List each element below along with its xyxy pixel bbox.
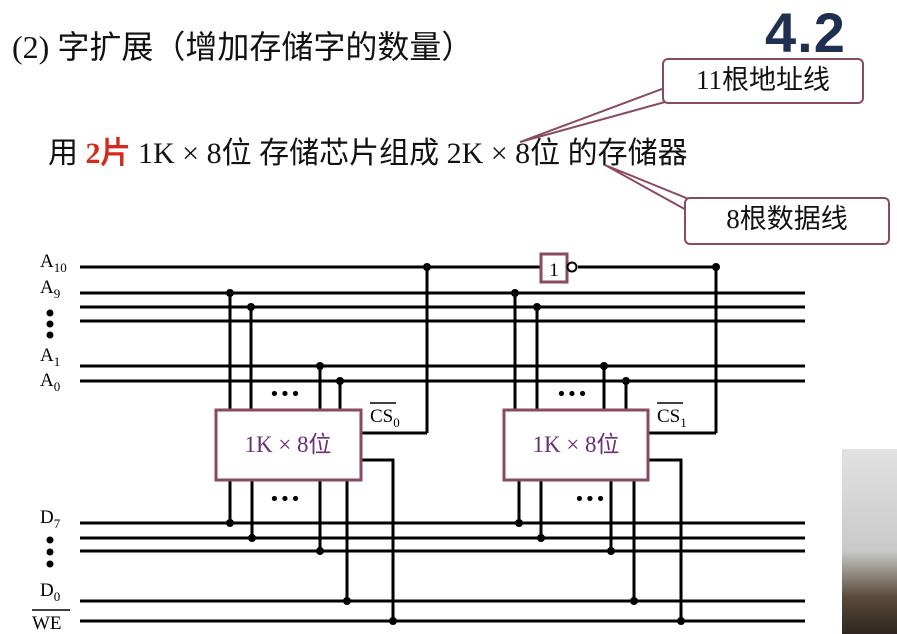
chip-select-1: CS1	[657, 402, 687, 430]
we-label: WE	[32, 613, 62, 634]
chip-0-label: 1K × 8位	[244, 432, 331, 457]
chip-connections	[228, 267, 718, 621]
a1-sub: 1	[54, 354, 61, 369]
ellipsis-chip1-addr: •••	[556, 384, 588, 405]
bus-lines	[80, 265, 805, 623]
chip-1-label: 1K × 8位	[532, 432, 619, 457]
svg-text:A9: A9	[40, 277, 60, 301]
svg-text:A1: A1	[40, 345, 60, 369]
page-title: (2) 字扩展（增加存储字的数量）	[12, 29, 474, 65]
a10-sub: 10	[54, 260, 67, 275]
cs1-label: CS	[657, 406, 680, 427]
memory-chip-0: 1K × 8位	[214, 408, 363, 482]
svg-text:CS1: CS1	[657, 406, 687, 430]
d7-sub: 7	[54, 516, 61, 531]
a1-label: A	[40, 345, 54, 366]
ellipsis-chip0-addr: •••	[269, 384, 301, 405]
d0-sub: 0	[54, 589, 61, 604]
callout-data-lines: 8根数据线	[684, 197, 890, 245]
sentence-suffix: 1K × 8位 存储芯片组成 2K × 8位 的存储器	[130, 137, 688, 170]
description-sentence: 用 2片 1K × 8位 存储芯片组成 2K × 8位 的存储器	[48, 128, 688, 172]
cs0-sub: 0	[393, 415, 400, 430]
sentence-prefix: 用	[48, 137, 86, 170]
signal-labels: A10 A9 A1 A0 D7 D0 WE	[32, 251, 70, 634]
a9-sub: 9	[54, 286, 61, 301]
ellipsis-chip1-data: •••	[574, 489, 606, 510]
a9-label: A	[40, 277, 54, 298]
svg-text:D0: D0	[40, 580, 60, 604]
vertical-ellipsis-dots	[46, 309, 54, 568]
sentence-highlight: 2片	[85, 137, 131, 170]
inverter-gate: 1	[539, 252, 578, 284]
cs0-label: CS	[370, 406, 393, 427]
inverter-bubble	[566, 261, 578, 273]
a0-label: A	[40, 370, 54, 391]
inverter-label: 1	[549, 260, 559, 281]
svg-text:A10: A10	[40, 251, 67, 275]
horizontal-ellipsis: ••• ••• ••• •••	[269, 384, 606, 510]
svg-text:A0: A0	[40, 370, 60, 394]
svg-text:CS0: CS0	[370, 406, 400, 430]
chip-select-0: CS0	[370, 402, 400, 430]
memory-chip-1: 1K × 8位	[502, 408, 650, 482]
a0-sub: 0	[54, 379, 61, 394]
d7-label: D	[40, 507, 54, 528]
cs1-sub: 1	[680, 415, 687, 430]
callout-address-lines: 11根地址线	[662, 58, 864, 104]
section-number: 4.2	[765, 1, 846, 64]
callout-pointers	[519, 84, 698, 214]
a10-label: A	[40, 251, 54, 272]
junction-dots	[226, 263, 720, 625]
webcam-overlay	[842, 449, 897, 634]
d0-label: D	[40, 580, 54, 601]
svg-text:D7: D7	[40, 507, 61, 531]
ellipsis-chip0-data: •••	[269, 489, 301, 510]
